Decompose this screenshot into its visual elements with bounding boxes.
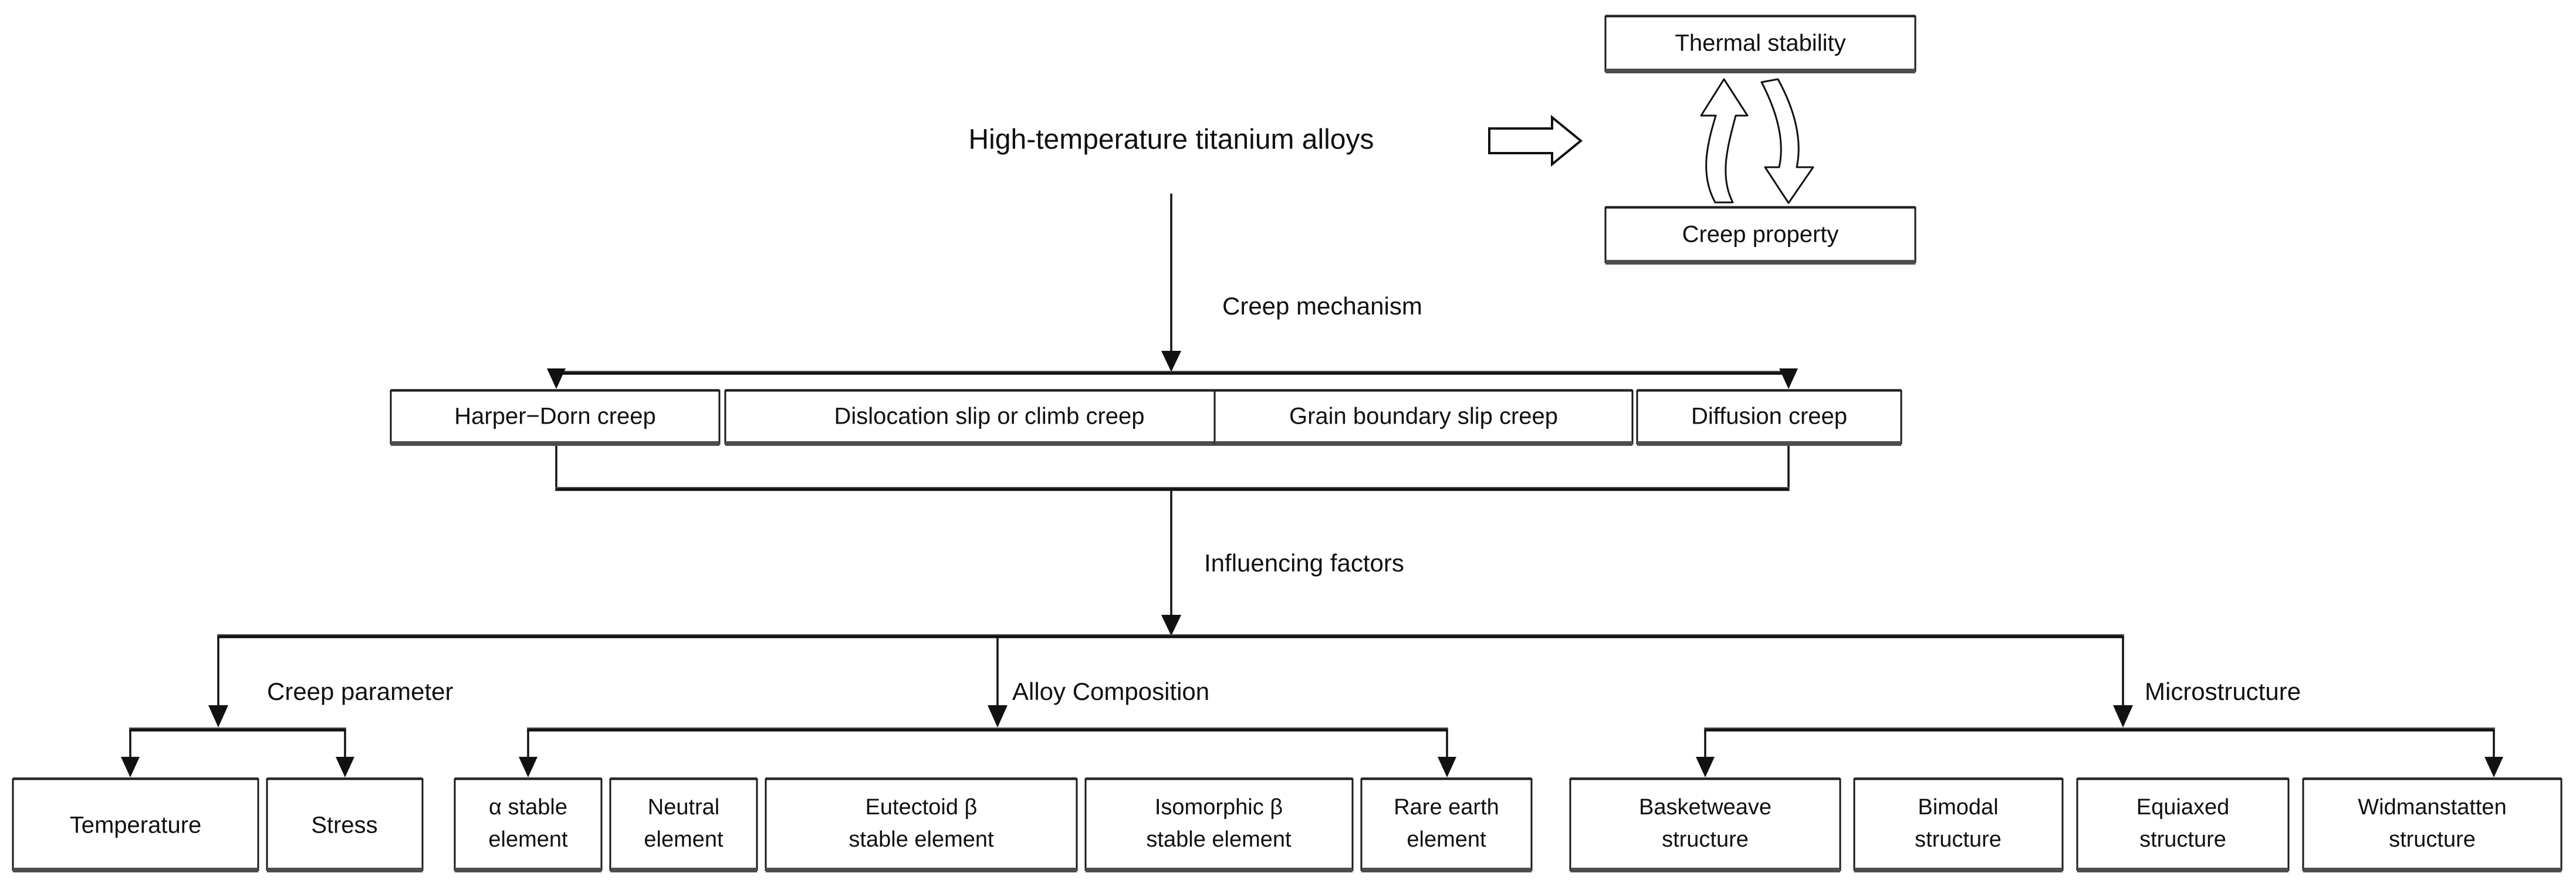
alloy-composition-label-1-line1: Neutral	[648, 795, 720, 820]
edge-label-creep-mechanism: Creep mechanism	[1222, 292, 1422, 320]
edge-label-creep-parameter: Creep parameter	[267, 678, 453, 705]
edge-label-microstructure: Microstructure	[2145, 678, 2301, 705]
alloy-composition-box-1[interactable]: Neutral element	[609, 777, 758, 872]
curved-arrow-up-icon	[1700, 78, 1749, 204]
microstructure-label-0-line2: structure	[1662, 827, 1749, 852]
creep-parameter-label-1: Stress	[311, 813, 377, 838]
alloy-composition-label-0-line1: α stable	[489, 795, 567, 820]
creep-parameter-box-1[interactable]: Stress	[266, 777, 424, 872]
microstructure-label-3-line2: structure	[2389, 827, 2476, 852]
creep-mechanism-box-1[interactable]: Dislocation slip or climb creep	[724, 389, 1255, 446]
creep-property-label: Creep property	[1682, 222, 1839, 248]
microstructure-label-0-line1: Basketweave	[1639, 795, 1772, 820]
creep-mechanism-box-3[interactable]: Diffusion creep	[1636, 389, 1902, 446]
thermal-stability-box[interactable]: Thermal stability	[1604, 15, 1916, 73]
alloy-composition-label-4-line1: Rare earth	[1394, 795, 1499, 820]
curved-arrow-down-icon	[1760, 78, 1814, 204]
creep-mechanism-box-2[interactable]: Grain boundary slip creep	[1213, 389, 1634, 446]
microstructure-box-3[interactable]: Widmanstatten structure	[2302, 777, 2563, 872]
microstructure-box-0[interactable]: Basketweave structure	[1569, 777, 1841, 872]
edge-label-influencing-factors: Influencing factors	[1204, 549, 1404, 577]
creep-mechanism-label-3: Diffusion creep	[1691, 404, 1847, 429]
alloy-composition-box-0[interactable]: α stable element	[454, 777, 603, 872]
creep-parameter-label-0: Temperature	[70, 813, 202, 838]
microstructure-label-2-line2: structure	[2139, 827, 2226, 852]
creep-mechanism-label-1: Dislocation slip or climb creep	[834, 404, 1144, 429]
creep-property-box[interactable]: Creep property	[1604, 206, 1916, 265]
edge-label-alloy-composition: Alloy Composition	[1012, 678, 1209, 705]
microstructure-box-2[interactable]: Equiaxed structure	[2076, 777, 2290, 872]
alloy-composition-label-3-line2: stable element	[1146, 827, 1292, 852]
creep-mechanism-box-0[interactable]: Harper−Dorn creep	[390, 389, 721, 446]
microstructure-label-3-line1: Widmanstatten	[2358, 795, 2506, 820]
microstructure-box-1[interactable]: Bimodal structure	[1853, 777, 2064, 872]
microstructure-label-1-line2: structure	[1915, 827, 2002, 852]
alloy-composition-box-2[interactable]: Eutectoid β stable element	[765, 777, 1078, 872]
thermal-stability-label: Thermal stability	[1675, 31, 1845, 56]
microstructure-label-2-line1: Equiaxed	[2136, 795, 2229, 820]
creep-parameter-box-0[interactable]: Temperature	[12, 777, 259, 872]
creep-mechanism-label-0: Harper−Dorn creep	[454, 404, 656, 429]
alloy-composition-label-0-line2: element	[488, 827, 568, 852]
alloy-composition-box-4[interactable]: Rare earth element	[1360, 777, 1533, 872]
creep-mechanism-label-2: Grain boundary slip creep	[1289, 404, 1558, 429]
root-label: High-temperature titanium alloys	[969, 124, 1374, 155]
alloy-composition-label-2-line1: Eutectoid β	[866, 795, 978, 820]
alloy-composition-label-3-line1: Isomorphic β	[1155, 795, 1283, 820]
block-arrow-right-icon	[1488, 114, 1583, 167]
alloy-composition-label-2-line2: stable element	[848, 827, 994, 852]
alloy-composition-label-1-line2: element	[644, 827, 724, 852]
microstructure-label-1-line1: Bimodal	[1918, 795, 1998, 820]
alloy-composition-box-3[interactable]: Isomorphic β stable element	[1084, 777, 1354, 872]
alloy-composition-label-4-line2: element	[1407, 827, 1486, 852]
